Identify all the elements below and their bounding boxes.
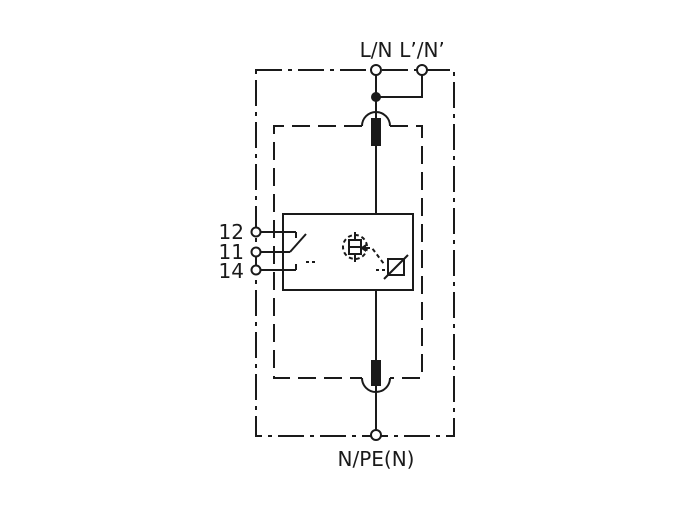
top-varistor [371,118,381,146]
thermal-element [387,258,405,276]
label-11: 11 [219,240,244,264]
bottom-varistor [371,360,381,386]
label-n-pe: N/PE(N) [338,447,415,471]
terminal-n-pe [370,429,382,441]
terminal-11 [250,246,262,258]
indicator-arrow-head [360,244,366,252]
inner-module-outline-right [390,125,423,379]
junction-dot [371,92,381,102]
terminal-l-n [370,64,382,76]
label-14: 14 [219,259,244,283]
bridge-wire [376,74,423,98]
label-l-n: L/N [360,38,393,62]
terminal-l-n-prime [416,64,428,76]
terminal-12 [250,226,262,238]
indicator-arrow-line [366,247,385,265]
switch-lever [289,233,307,253]
terminal-14 [250,264,262,276]
thermal-element-diagonal [383,254,409,280]
label-l-n-prime: L’/N’ [399,38,445,62]
label-12: 12 [219,220,244,244]
